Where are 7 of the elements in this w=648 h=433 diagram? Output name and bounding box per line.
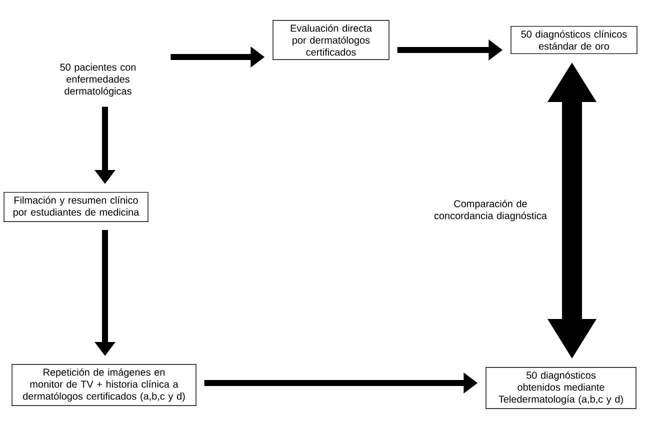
process-box: Filmación y resumen clínico por estudiantes de medicina bbox=[4, 192, 148, 222]
process-box: Evaluación directa por dermatólogos certificados bbox=[272, 20, 390, 60]
process-box: Repetición de imágenes en monitor de TV + historia clínica a dermatólogos certificados (a,b,c y d) bbox=[12, 364, 196, 406]
edge-label: Comparación de concordancia diagnóstica bbox=[434, 200, 547, 222]
start-text: 50 pacientes con enfermedades dermatológicas bbox=[60, 63, 136, 97]
process-box: 50 diagnósticos obtenidos mediante Teledermatología (a,b,c y d) bbox=[486, 367, 636, 409]
process-box: 50 diagnósticos clínicos estándar de oro bbox=[510, 26, 638, 54]
